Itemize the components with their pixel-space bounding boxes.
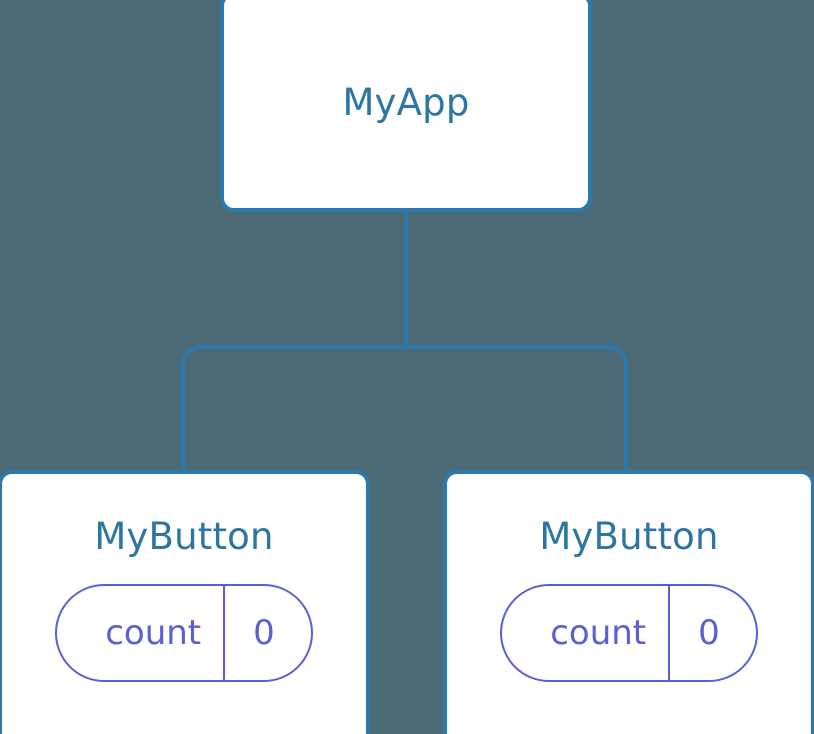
state-pill-1[interactable]: count 0 <box>55 584 313 682</box>
edge-bus-to-left-child <box>181 345 406 472</box>
node-myapp[interactable]: MyApp <box>220 0 592 212</box>
state-pill-1-key: count <box>105 613 202 653</box>
node-mybutton-2[interactable]: MyButton count 0 <box>443 470 814 734</box>
node-mybutton-2-label: MyButton <box>539 515 719 558</box>
node-mybutton-1[interactable]: MyButton count 0 <box>0 470 370 734</box>
state-pill-2[interactable]: count 0 <box>500 584 758 682</box>
state-pill-2-key: count <box>550 613 647 653</box>
node-myapp-label: MyApp <box>342 80 470 124</box>
node-mybutton-1-label: MyButton <box>94 515 274 558</box>
edge-bus-to-right-child <box>406 345 628 472</box>
state-pill-1-value: 0 <box>223 586 311 680</box>
state-pill-2-value: 0 <box>668 586 756 680</box>
